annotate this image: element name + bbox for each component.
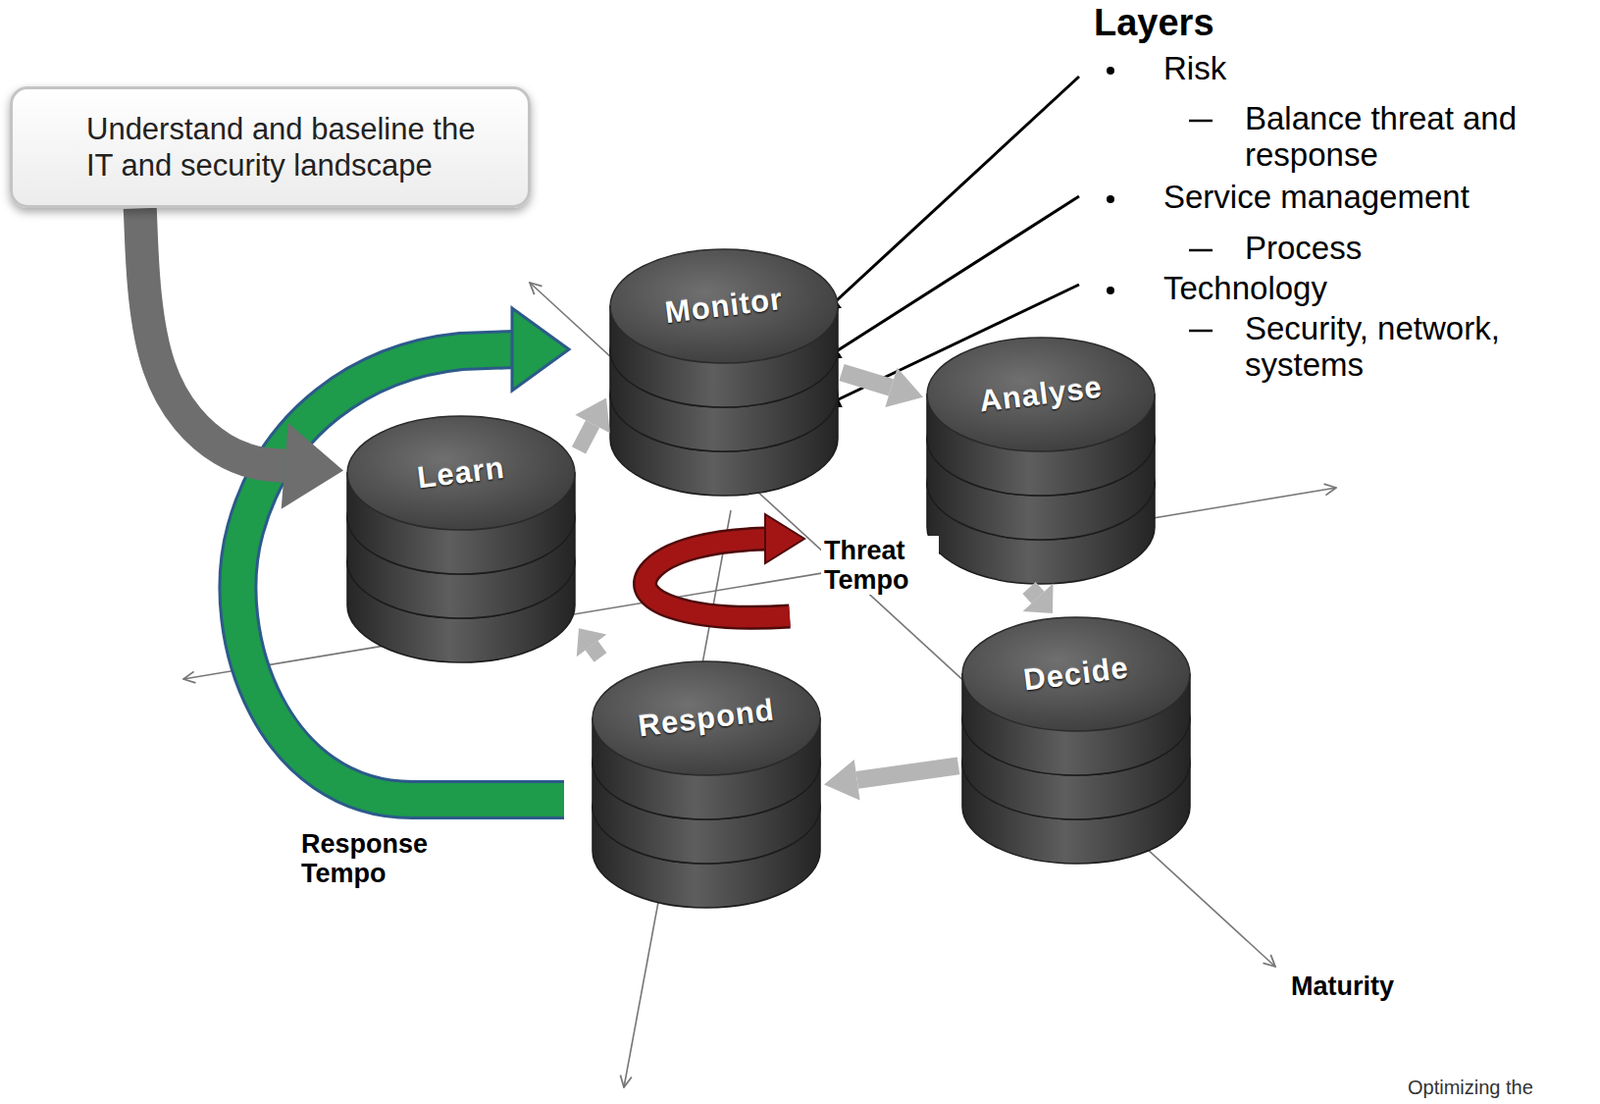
layer-name: Technology <box>1163 270 1328 308</box>
bullet-dot <box>1106 286 1115 295</box>
bullet-dash <box>1188 249 1213 253</box>
bullet-triangle <box>61 121 78 142</box>
label-slot: Service management <box>1163 179 1470 216</box>
connector-line <box>857 765 959 779</box>
label-slot: Threat Tempo <box>821 535 939 595</box>
connector-line <box>591 645 601 658</box>
process-cylinder: Decide <box>958 613 1194 868</box>
connector-line <box>1029 587 1038 598</box>
label-slot: Layers <box>1093 3 1215 42</box>
process-cylinder: Learn <box>343 412 579 667</box>
footer-text: Optimizing the <box>1407 1076 1534 1098</box>
label-slot: Risk <box>1163 51 1227 88</box>
bullet-dash <box>1188 119 1213 123</box>
layer-name: Risk <box>1163 51 1227 88</box>
label-slot: Optimizing the <box>1407 1076 1534 1098</box>
flow-connector <box>574 397 610 450</box>
bullet-triangle <box>63 123 76 140</box>
flow-connector <box>824 759 959 801</box>
tempo-arrowhead <box>512 308 569 391</box>
label-slot: Balance threat and response <box>1244 101 1589 174</box>
connector-arrowhead <box>576 627 608 657</box>
tempo-arrowhead <box>765 514 805 564</box>
layer-detail: Security, network, systems <box>1244 310 1589 384</box>
connector-arrowhead <box>281 422 344 510</box>
maturity-axes <box>183 282 1337 1087</box>
node-text: Learn <box>342 441 581 506</box>
connector-arrowhead <box>574 397 610 433</box>
process-cylinder: Monitor <box>606 245 842 500</box>
tempo-label: Response Tempo <box>301 828 459 888</box>
axis-label: Maturity <box>1290 971 1394 1001</box>
axis-line <box>529 282 1276 967</box>
node-text: Analyse <box>922 362 1161 427</box>
cylinder-stack <box>923 333 1159 588</box>
process-cylinder: Analyse <box>923 333 1159 588</box>
node-text: Understand and baseline the IT and secur… <box>86 110 479 184</box>
label-slot: Technology <box>1163 270 1328 308</box>
flow-connector <box>841 367 924 408</box>
label-slot: Process <box>1244 230 1362 267</box>
layer-name: Service management <box>1163 179 1470 216</box>
connector-arrowhead <box>884 367 924 408</box>
flow-connector <box>1023 583 1054 614</box>
tempo-label: Threat Tempo <box>821 535 939 595</box>
cylinder-stack <box>343 412 579 667</box>
connector-arrowhead <box>1023 583 1054 614</box>
layers-heading: Layers <box>1093 3 1215 42</box>
bullet-dot <box>1106 66 1115 75</box>
connector-line <box>578 423 593 451</box>
label-slot: Maturity <box>1290 971 1394 1001</box>
leader-line <box>824 196 1080 360</box>
node-text: Monitor <box>605 274 844 339</box>
node-text: Respond <box>587 686 826 751</box>
bullet-dash <box>1188 329 1213 333</box>
connector-arrowhead <box>824 759 861 801</box>
bullet-dot <box>1106 195 1115 204</box>
process-cylinder: Respond <box>588 657 825 912</box>
threat-tempo-arrow <box>644 514 805 618</box>
layer-detail: Process <box>1244 230 1362 267</box>
connector-line <box>140 207 285 465</box>
label-slot: Response Tempo <box>301 828 459 888</box>
callout-box: Understand and baseline the IT and secur… <box>9 86 531 208</box>
cylinder-stack <box>606 245 842 500</box>
flow-connector <box>576 627 608 658</box>
flow-connector <box>140 207 344 509</box>
node-text: Decide <box>957 642 1196 707</box>
cylinder-stack <box>958 613 1194 868</box>
layer-detail: Balance threat and response <box>1244 101 1589 174</box>
cylinder-stack <box>588 657 825 912</box>
connector-line <box>841 372 891 388</box>
label-slot: Security, network, systems <box>1244 310 1589 384</box>
